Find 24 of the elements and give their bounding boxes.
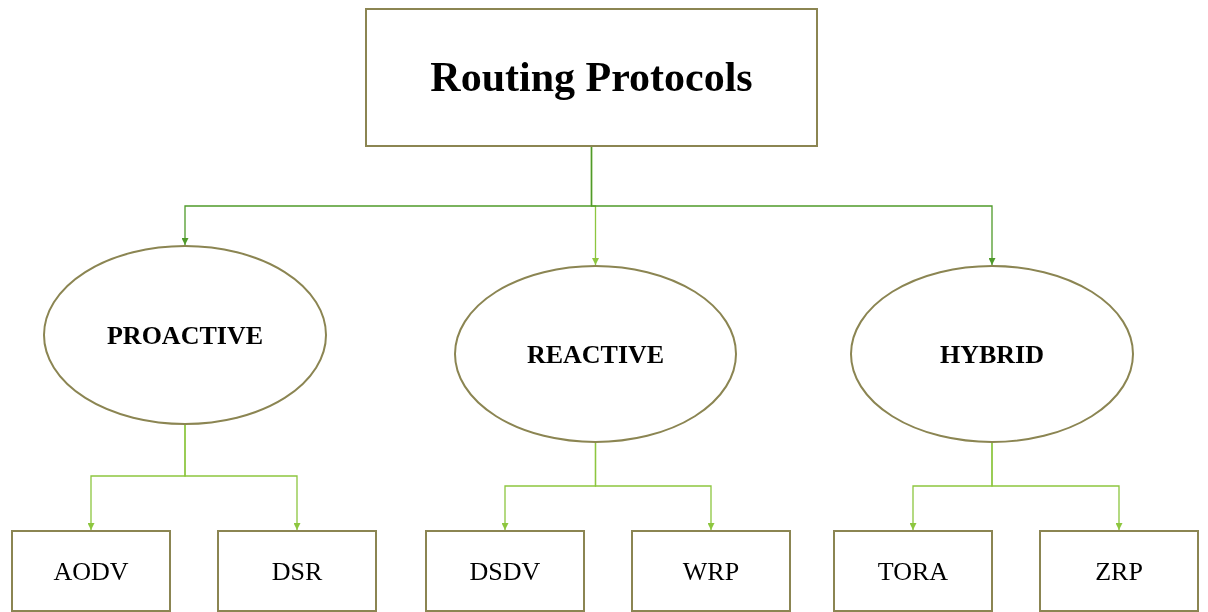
protocol-box (631, 530, 791, 612)
arrow (184, 424, 301, 531)
category-ellipse (454, 265, 737, 443)
protocol-box (217, 530, 377, 612)
node-label: REACTIVE (526, 338, 665, 371)
node-label: Routing Protocols (430, 53, 753, 102)
node-label: HYBRID (940, 338, 1044, 371)
protocol-box (833, 530, 993, 612)
category-ellipse (43, 245, 327, 425)
category-ellipse (850, 265, 1134, 443)
protocol-box (11, 530, 171, 612)
arrow (991, 442, 1123, 531)
node-label: TORA (877, 555, 949, 588)
node-label: AODV (53, 555, 129, 588)
node-label: ZRP (1095, 555, 1143, 588)
arrow (590, 146, 996, 266)
node-label: WRP (682, 555, 740, 588)
protocol-box (1039, 530, 1199, 612)
node-label: PROACTIVE (107, 319, 263, 352)
node-label: DSDV (469, 555, 541, 588)
arrow (594, 442, 715, 531)
protocol-box (425, 530, 585, 612)
root-box (365, 8, 818, 147)
node-label: DSR (271, 555, 323, 588)
